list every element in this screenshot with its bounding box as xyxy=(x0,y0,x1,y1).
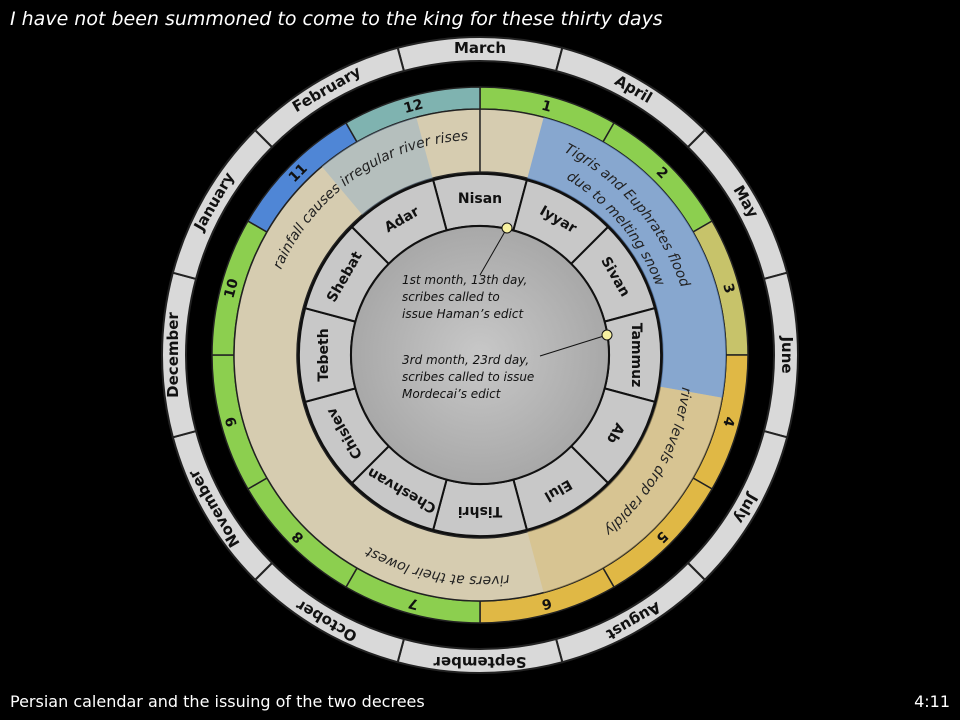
decree-marker xyxy=(501,222,513,234)
hebrew-month-number: 1 xyxy=(540,98,554,116)
decree-marker xyxy=(601,329,613,341)
decree-haman: 1st month, 13th day, scribes called to i… xyxy=(402,222,527,321)
decree-text-line: 1st month, 13th day, xyxy=(402,273,527,287)
gregorian-month-label: December xyxy=(164,312,182,398)
gregorian-month-segment xyxy=(253,46,406,149)
decree-text-line: issue Haman’s edict xyxy=(402,307,524,321)
hebrew-month-name: Tebeth xyxy=(316,328,332,381)
chapter-verse: 4:11 xyxy=(914,692,950,711)
decree-text-line: 3rd month, 23rd day, xyxy=(402,353,529,367)
hebrew-month-number: 9 xyxy=(223,415,241,429)
rain-season-zone xyxy=(321,117,433,215)
slide-title: I have not been summoned to come to the … xyxy=(10,8,663,30)
hebrew-month-number: 7 xyxy=(407,594,421,612)
flood-season-zone xyxy=(527,117,726,398)
slide-caption: Persian calendar and the issuing of the … xyxy=(10,692,425,711)
season-band xyxy=(233,108,727,602)
decree-text-line: scribes called to issue xyxy=(402,370,534,384)
hebrew-month-name: Tishri xyxy=(458,503,502,519)
hebrew-month-number: 6 xyxy=(540,594,554,612)
hebrew-month-number: 4 xyxy=(719,415,737,429)
hebrew-month-number: 10 xyxy=(222,277,243,300)
inner-disc xyxy=(350,225,610,485)
gregorian-month-label: March xyxy=(454,39,506,57)
decree-mordecai: 3rd month, 23rd day, scribes called to i… xyxy=(402,329,613,401)
hebrew-month-name: Nisan xyxy=(458,191,502,207)
decree-text-line: Mordecai’s edict xyxy=(402,387,502,401)
gregorian-month-label: September xyxy=(433,653,527,671)
decree-text-line: scribes called to xyxy=(402,290,500,304)
gregorian-month-label: June xyxy=(778,335,796,373)
hebrew-month-name: Tammuz xyxy=(628,323,644,387)
hebrew-month-number: 3 xyxy=(719,282,737,296)
hebrew-month-number: 12 xyxy=(402,97,425,117)
drop-season-zone xyxy=(527,386,723,593)
